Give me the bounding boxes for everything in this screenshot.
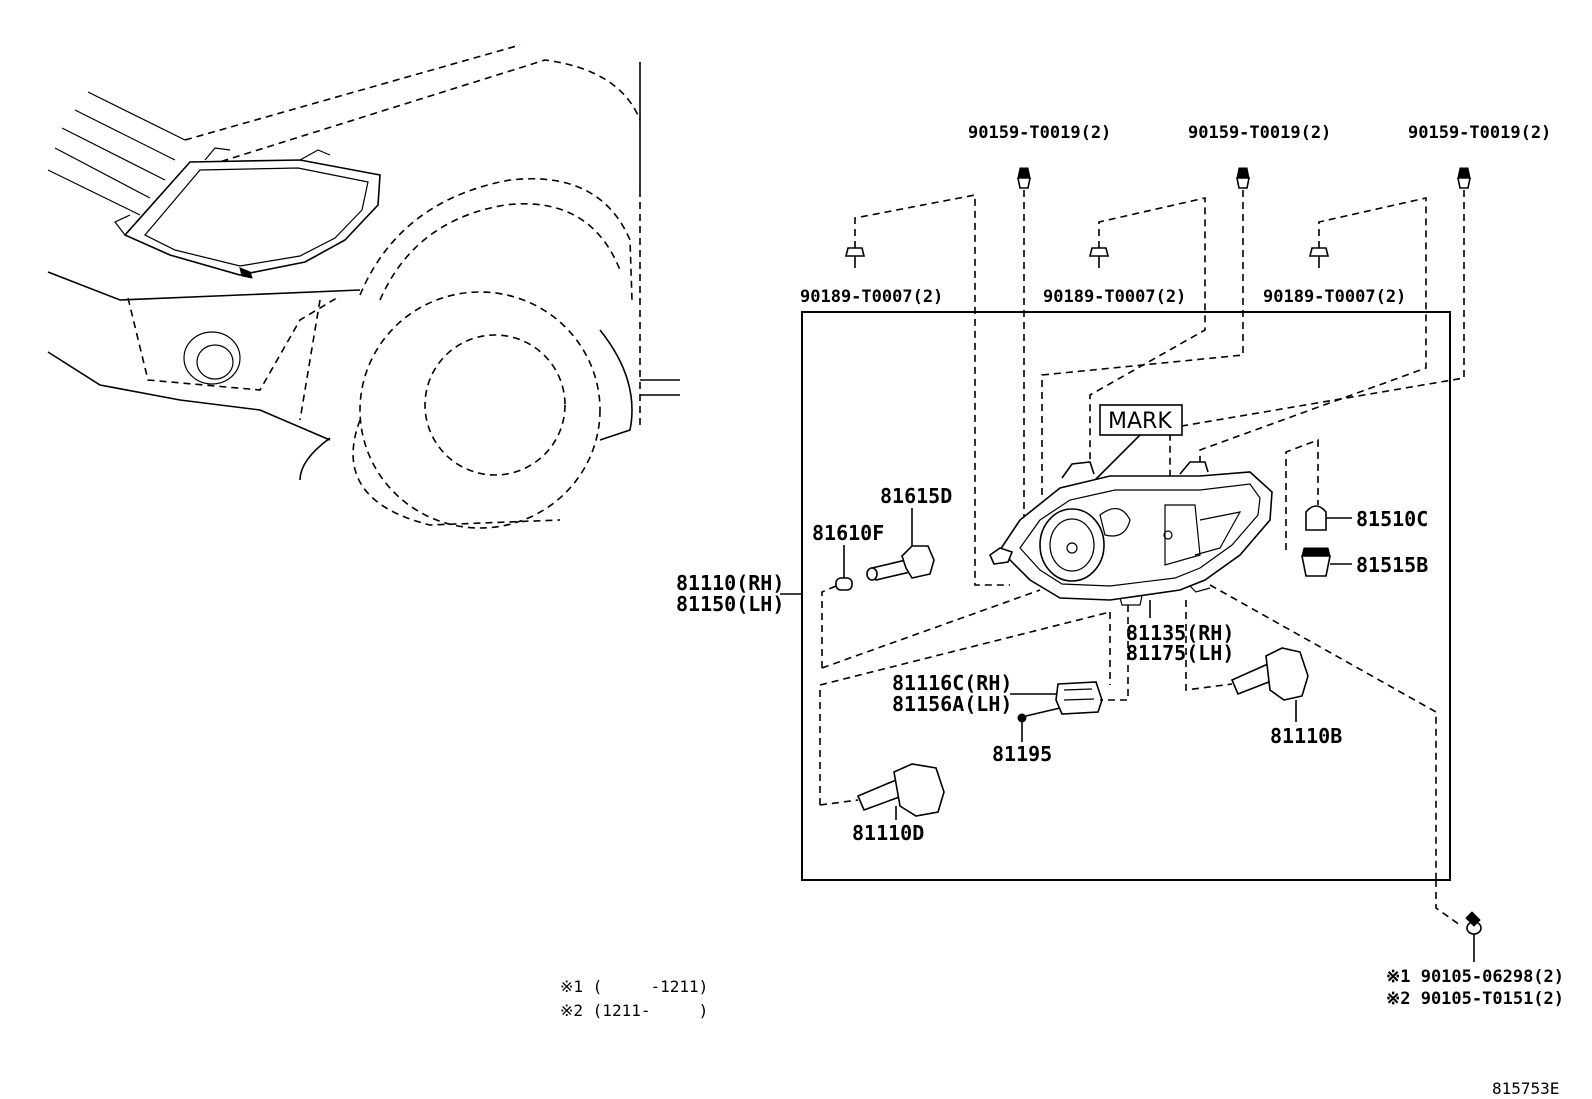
- part-label-81150-lh: 81150(LH): [676, 592, 784, 616]
- headlamp-unit-illustration: [989, 461, 1273, 606]
- clip-screw-icon: [1017, 167, 1031, 189]
- part-label-90105-t0151: ※2 90105-T0151(2): [1386, 989, 1564, 1009]
- bulb-81510c-icon: [1305, 505, 1352, 531]
- socket-81515b-icon: [1301, 547, 1352, 577]
- applicability-note-1: ※1 ( -1211): [560, 977, 708, 996]
- part-label-81110b: 81110B: [1270, 724, 1342, 748]
- clip-screw-icon: [1236, 167, 1250, 189]
- part-label-81610f: 81610F: [812, 521, 884, 545]
- part-label-81195: 81195: [992, 742, 1052, 766]
- part-label-81515b: 81515B: [1356, 553, 1428, 577]
- clip-icon: [1088, 247, 1110, 268]
- part-label-90159-t0019-c: 90159-T0019(2): [1408, 123, 1551, 143]
- part-label-81175-lh: 81175(LH): [1126, 641, 1234, 665]
- screw-81195-icon: [1017, 707, 1061, 742]
- clip-icon: [844, 247, 866, 268]
- bolt-icon: [1465, 911, 1482, 962]
- part-label-90105-06298: ※1 90105-06298(2): [1386, 967, 1564, 987]
- clip-icon: [1308, 247, 1330, 268]
- part-label-81135-rh: 81135(RH): [1126, 621, 1234, 645]
- figure-id: 815753E: [1492, 1079, 1559, 1098]
- part-label-81156a-lh: 81156A(LH): [892, 692, 1012, 716]
- mark-label: MARK: [1108, 409, 1172, 434]
- bulb-81110b-icon: [1230, 647, 1309, 722]
- part-label-81110-rh: 81110(RH): [676, 571, 784, 595]
- connector-icon: [1010, 681, 1103, 715]
- part-label-90189-t0007-b: 90189-T0007(2): [1043, 287, 1186, 307]
- bulb-81110d-icon: [856, 763, 945, 820]
- bulb-81610f-icon: [835, 545, 853, 591]
- applicability-note-2: ※2 (1211- ): [560, 1001, 708, 1020]
- assembly-frame: [801, 311, 1451, 881]
- part-label-90189-t0007-a: 90189-T0007(2): [800, 287, 943, 307]
- vehicle-front-corner-illustration: [47, 44, 680, 529]
- part-label-81116c-rh: 81116C(RH): [892, 671, 1012, 695]
- part-label-81510c: 81510C: [1356, 507, 1428, 531]
- part-label-90159-t0019-b: 90159-T0019(2): [1188, 123, 1331, 143]
- clip-screw-icon: [1457, 167, 1471, 189]
- mark-box: [1099, 404, 1183, 436]
- part-label-90159-t0019-a: 90159-T0019(2): [968, 123, 1111, 143]
- part-label-81110d: 81110D: [852, 821, 924, 845]
- part-label-90189-t0007-c: 90189-T0007(2): [1263, 287, 1406, 307]
- bulb-81615d-icon: [866, 508, 935, 581]
- part-label-81615d: 81615D: [880, 484, 952, 508]
